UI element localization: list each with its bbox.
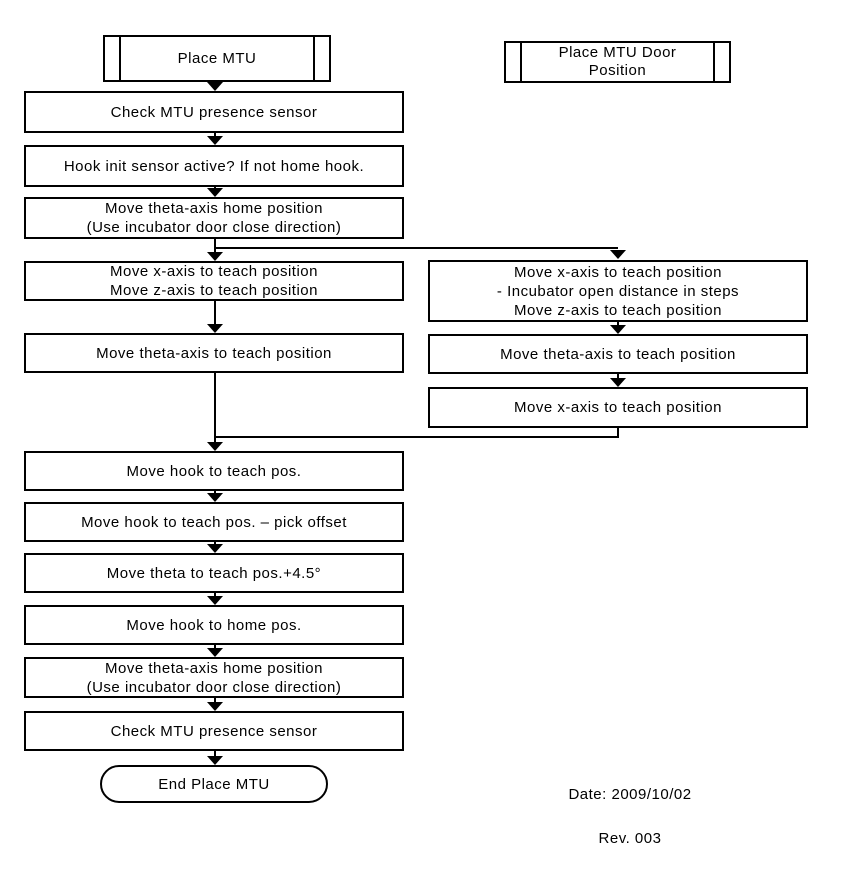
revision-label: Rev. 003	[598, 830, 662, 847]
predefined-process-bar	[119, 37, 121, 80]
connector-line	[214, 542, 216, 545]
predefined-process-bar	[520, 43, 522, 81]
predefined-process-bar	[313, 37, 315, 80]
arrowhead-down	[207, 136, 223, 145]
arrowhead-down	[207, 702, 223, 711]
arrowhead-down	[207, 188, 223, 197]
connector-line	[617, 374, 619, 379]
connector-line	[214, 491, 216, 494]
footer-note: Date: 2009/10/02 Rev. 003	[530, 762, 730, 872]
process-box-right-theta-teach: Move theta-axis to teach position	[428, 334, 808, 374]
connector-line	[617, 428, 619, 438]
arrowhead-down	[207, 756, 223, 765]
process-box-check-mtu-presence-2: Check MTU presence sensor	[24, 711, 404, 751]
connector-line	[214, 645, 216, 649]
arrowhead-down	[610, 378, 626, 387]
arrowhead-down	[610, 325, 626, 334]
connector-line	[214, 373, 216, 442]
process-box-hook-init-sensor: Hook init sensor active? If not home hoo…	[24, 145, 404, 187]
predefined-process-label: Place MTU	[177, 49, 257, 67]
connector-line	[214, 698, 216, 703]
process-box-move-xz-teach: Move x-axis to teach position Move z-axi…	[24, 261, 404, 301]
process-box-theta-home-2: Move theta-axis home position (Use incub…	[24, 657, 404, 698]
arrowhead-down	[207, 544, 223, 553]
process-box-hook-teach-pick-offset: Move hook to teach pos. – pick offset	[24, 502, 404, 542]
predefined-process-place-mtu-door-position: Place MTU Door Position	[504, 41, 731, 83]
connector-branch-line	[214, 247, 618, 249]
connector-merge-line	[216, 436, 617, 438]
arrowhead-down	[207, 442, 223, 451]
connector-line	[214, 593, 216, 597]
connector-line	[214, 133, 216, 137]
arrowhead-down	[207, 82, 223, 91]
process-box-theta-teach-plus-45: Move theta to teach pos.+4.5°	[24, 553, 404, 593]
process-box-right-move-xz-incubator: Move x-axis to teach position - Incubato…	[428, 260, 808, 322]
predefined-process-place-mtu: Place MTU	[103, 35, 331, 82]
predefined-process-label: Place MTU Door Position	[558, 44, 677, 79]
process-box-theta-teach: Move theta-axis to teach position	[24, 333, 404, 373]
arrowhead-down	[207, 648, 223, 657]
connector-line	[214, 301, 216, 324]
arrowhead-down	[207, 324, 223, 333]
arrowhead-down	[207, 252, 223, 261]
connector-line	[617, 322, 619, 326]
date-label: Date: 2009/10/02	[568, 786, 692, 803]
predefined-process-bar	[713, 43, 715, 81]
connector-line	[214, 239, 216, 252]
arrowhead-down	[207, 596, 223, 605]
process-box-theta-home-1: Move theta-axis home position (Use incub…	[24, 197, 404, 239]
terminal-end-place-mtu: End Place MTU	[100, 765, 328, 803]
process-box-hook-home: Move hook to home pos.	[24, 605, 404, 645]
process-box-hook-teach: Move hook to teach pos.	[24, 451, 404, 491]
process-box-right-x-teach: Move x-axis to teach position	[428, 387, 808, 428]
arrowhead-down	[610, 250, 626, 259]
process-box-check-mtu-presence-1: Check MTU presence sensor	[24, 91, 404, 133]
flowchart-place-mtu: Place MTU Place MTU Door Position Check …	[24, 35, 808, 847]
connector-line	[214, 751, 216, 757]
arrowhead-down	[207, 493, 223, 502]
